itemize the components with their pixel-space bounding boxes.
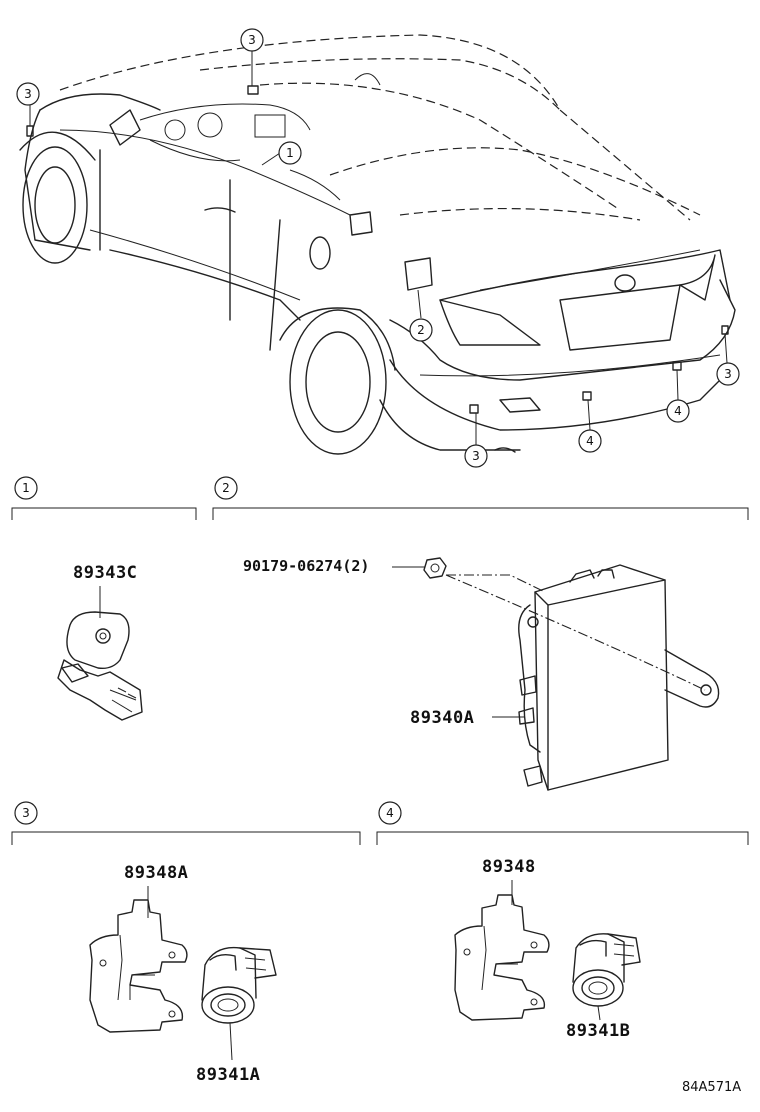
section-1-label: 1 [22,481,30,495]
part-89348-drawing [454,894,550,1021]
callout-3-top: 3 [240,28,264,52]
callout-3-front: 3 [16,82,40,106]
part-89341A-drawing [201,946,277,1024]
callout-2-car: 2 [409,318,433,342]
svg-text:1: 1 [286,146,294,160]
section-4-label: 4 [386,806,394,820]
callout-4-rear-center: 4 [578,429,602,453]
section-3: 3 89348A 89341A [11,801,361,1085]
callout-4-rear-right: 4 [666,399,690,423]
part-89343C-label: 89343C [73,563,137,583]
part-90179-06274-label: 90179-06274(2) [243,557,369,575]
part-89348A-drawing [89,899,188,1033]
svg-text:3: 3 [724,367,732,381]
part-89348-label: 89348 [482,857,536,877]
svg-text:2: 2 [417,323,425,337]
section-1: 1 89343C [11,476,197,721]
leader-lines [29,50,728,445]
svg-text:4: 4 [674,404,682,418]
part-89340A-label: 89340A [410,708,474,728]
section-3-label: 3 [22,806,30,820]
section-2-label: 2 [222,481,230,495]
svg-text:4: 4 [586,434,594,448]
bolt-90179-06274-drawing [423,557,447,579]
section-2: 2 90179-06274(2) 89340A [212,476,749,791]
part-89341B-label: 89341B [566,1021,630,1041]
car-illustration [19,34,736,455]
callout-1-car: 1 [278,141,302,165]
part-89343C-drawing [57,611,143,721]
svg-text:3: 3 [472,449,480,463]
section-4: 4 89348 89341B [376,801,749,1041]
illustration-reference: 84A571A [682,1080,741,1095]
svg-text:3: 3 [24,87,32,101]
part-89348A-label: 89348A [124,863,188,883]
callout-3-rear-corner: 3 [716,362,740,386]
part-89341B-drawing [572,933,641,1007]
part-89340A-drawing [518,564,720,791]
callout-3-rear-left: 3 [464,444,488,468]
part-89341A-label: 89341A [196,1065,260,1085]
svg-text:3: 3 [248,33,256,47]
